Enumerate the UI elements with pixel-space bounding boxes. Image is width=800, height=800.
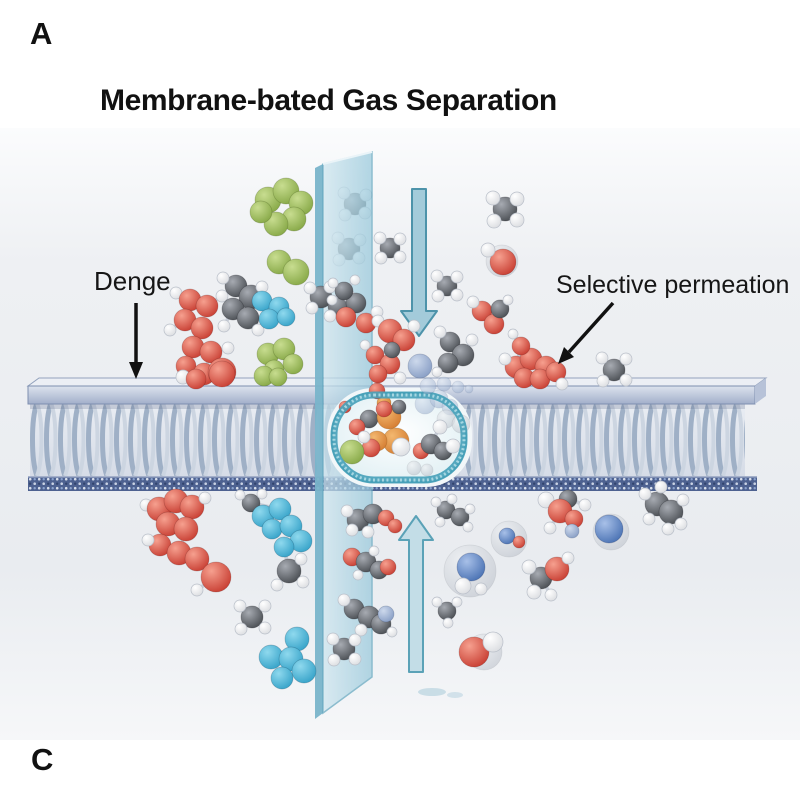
molecule-methanol-right xyxy=(521,551,575,602)
molecule-ethane-dark-right xyxy=(638,480,690,536)
denge-arrow-head-icon xyxy=(129,362,143,379)
molecule-cyan-bottom xyxy=(258,626,317,690)
panel-label-a: A xyxy=(30,16,53,51)
molecule-red-gray xyxy=(466,294,514,335)
molecule-methane-4 xyxy=(485,190,525,229)
molecule-slab-white-red xyxy=(175,368,207,390)
molecule-ethane-small xyxy=(430,493,476,533)
molecule-channel-contents xyxy=(338,382,471,477)
selective-arrow-head-icon xyxy=(558,347,574,364)
selective-arrow-shaft xyxy=(567,301,615,354)
molecule-bubbles-on-slab xyxy=(419,376,474,395)
up-flow-arrow-icon xyxy=(398,515,434,673)
molecule-methane-3 xyxy=(373,231,407,265)
molecules-front xyxy=(139,177,690,690)
molecule-methane-right xyxy=(595,351,633,388)
panel-label-c: C xyxy=(31,742,54,777)
sheet-side-face xyxy=(315,164,323,719)
molecule-green-pair xyxy=(266,249,310,286)
molecule-methane-bl xyxy=(233,599,272,636)
molecule-slab-red xyxy=(208,360,236,388)
molecule-methane-sheet-bottom xyxy=(326,632,362,667)
membrane-slab-end-face xyxy=(755,378,766,404)
membrane-channel xyxy=(327,382,472,487)
diagram-title: Membrane-bated Gas Separation xyxy=(100,84,557,117)
molecule-oh-bottom xyxy=(458,631,504,671)
molecule-co-sphere xyxy=(480,242,519,278)
molecule-big-gray-blue xyxy=(443,544,497,598)
channel-rim xyxy=(330,391,468,484)
molecule-cyan-chain xyxy=(234,488,313,592)
molecule-red-cluster-right xyxy=(498,328,569,391)
down-flow-arrow-icon xyxy=(400,188,438,337)
sheet-top-highlight xyxy=(322,151,373,165)
molecule-blue-n-sphere xyxy=(592,513,630,551)
molecule-sheetfront-red-dark-2 xyxy=(342,545,397,581)
label-denge: Denge xyxy=(94,266,171,296)
molecule-sheetfront-red-dark-1 xyxy=(340,503,403,539)
molecule-slab-green xyxy=(253,365,288,387)
reflection-mark xyxy=(447,692,463,698)
molecule-red-dark-small xyxy=(359,339,407,385)
molecule-acetic-red xyxy=(326,274,384,334)
molecule-dark-cluster-2 xyxy=(431,325,479,378)
label-selective-permeation: Selective permeation xyxy=(556,271,790,299)
molecule-green-ring xyxy=(249,177,314,237)
molecule-cyan-molecule xyxy=(251,290,296,330)
annotation-arrows xyxy=(129,301,615,379)
reflection-mark xyxy=(418,688,446,696)
molecule-gray-blue-red xyxy=(490,520,528,558)
molecule-methane-5 xyxy=(430,269,464,303)
molecule-gray-cluster-bottom xyxy=(337,593,398,638)
channel-molecules xyxy=(338,382,471,477)
molecule-bluegray-sphere xyxy=(407,353,433,379)
molecule-red-white-top-right xyxy=(537,489,592,539)
molecule-methane-small-bottom xyxy=(431,596,463,629)
molecule-red-cluster-bottom-left xyxy=(139,488,232,597)
